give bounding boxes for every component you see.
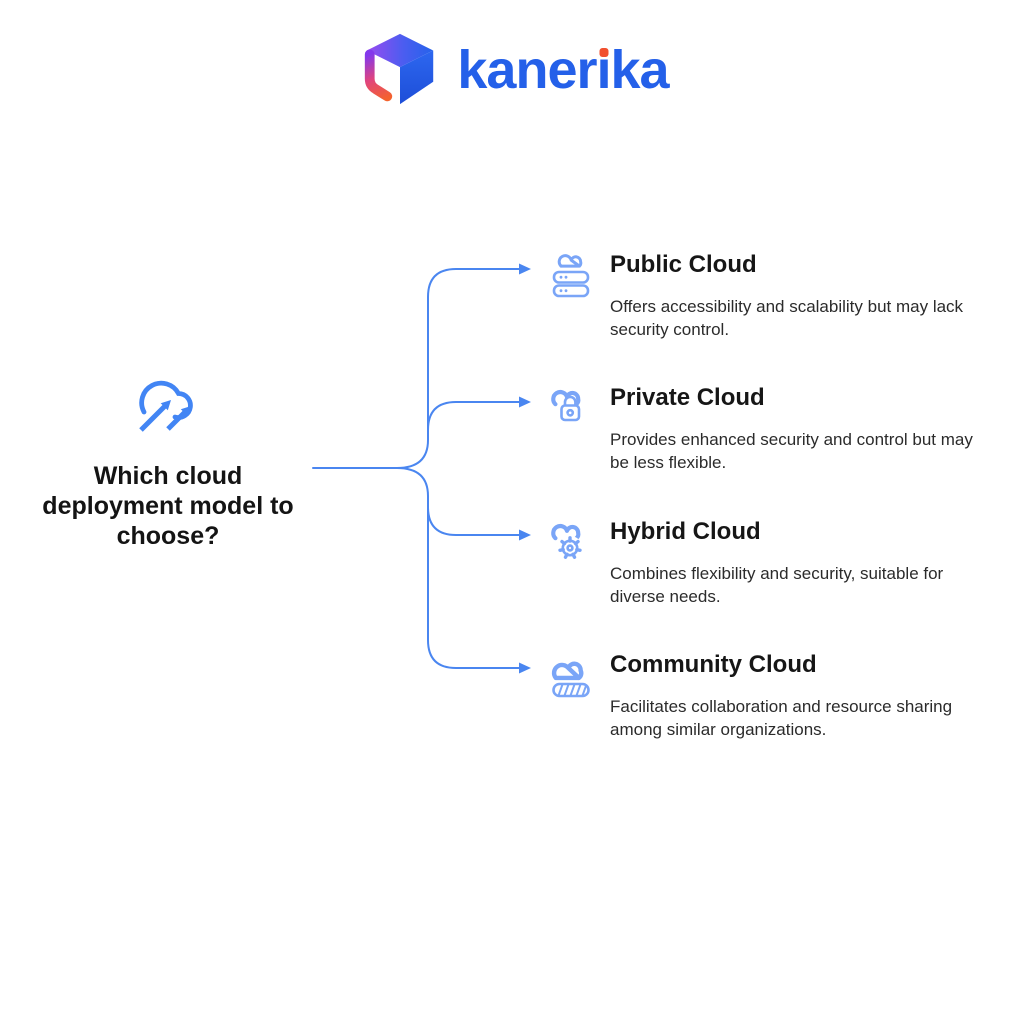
wordmark-i: ı (596, 40, 612, 100)
node-description: Facilitates collaboration and resource s… (610, 697, 953, 740)
node-private-cloud: Private Cloud Provides enhanced security… (548, 376, 973, 496)
arrowhead-icon (519, 662, 531, 674)
kanerika-cube-icon (365, 33, 434, 105)
node-public-cloud: Public Cloud Offers accessibility and sc… (548, 243, 968, 363)
cloud-lock-icon (551, 389, 581, 422)
arrowhead-icon (519, 263, 531, 275)
cloud-gear-icon (551, 523, 583, 561)
wordmark-post: ka (610, 40, 670, 100)
cloud-server-icon (552, 246, 590, 298)
node-hybrid-cloud: Hybrid Cloud Combines flexibility and se… (548, 510, 968, 630)
cloud-striped-base-icon (551, 661, 590, 698)
node-title: Public Cloud (610, 251, 757, 278)
node-title: Community Cloud (610, 651, 817, 678)
node-community-cloud: Community Cloud Facilitates collaboratio… (548, 643, 968, 763)
wordmark-pre: kaner (457, 40, 597, 100)
node-description: Provides enhanced security and control b… (610, 430, 973, 473)
cloud-arrows-icon (139, 380, 193, 432)
node-title: Private Cloud (610, 384, 765, 411)
arrowhead-icon (519, 529, 531, 541)
wordmark-i-dot-icon (599, 48, 608, 57)
node-description: Offers accessibility and scalability but… (610, 297, 964, 340)
root-question: Which cloud deployment model to choose? (42, 462, 294, 550)
node-title: Hybrid Cloud (610, 518, 761, 545)
node-description: Combines flexibility and security, suita… (610, 564, 944, 607)
arrowhead-icon (519, 396, 531, 408)
